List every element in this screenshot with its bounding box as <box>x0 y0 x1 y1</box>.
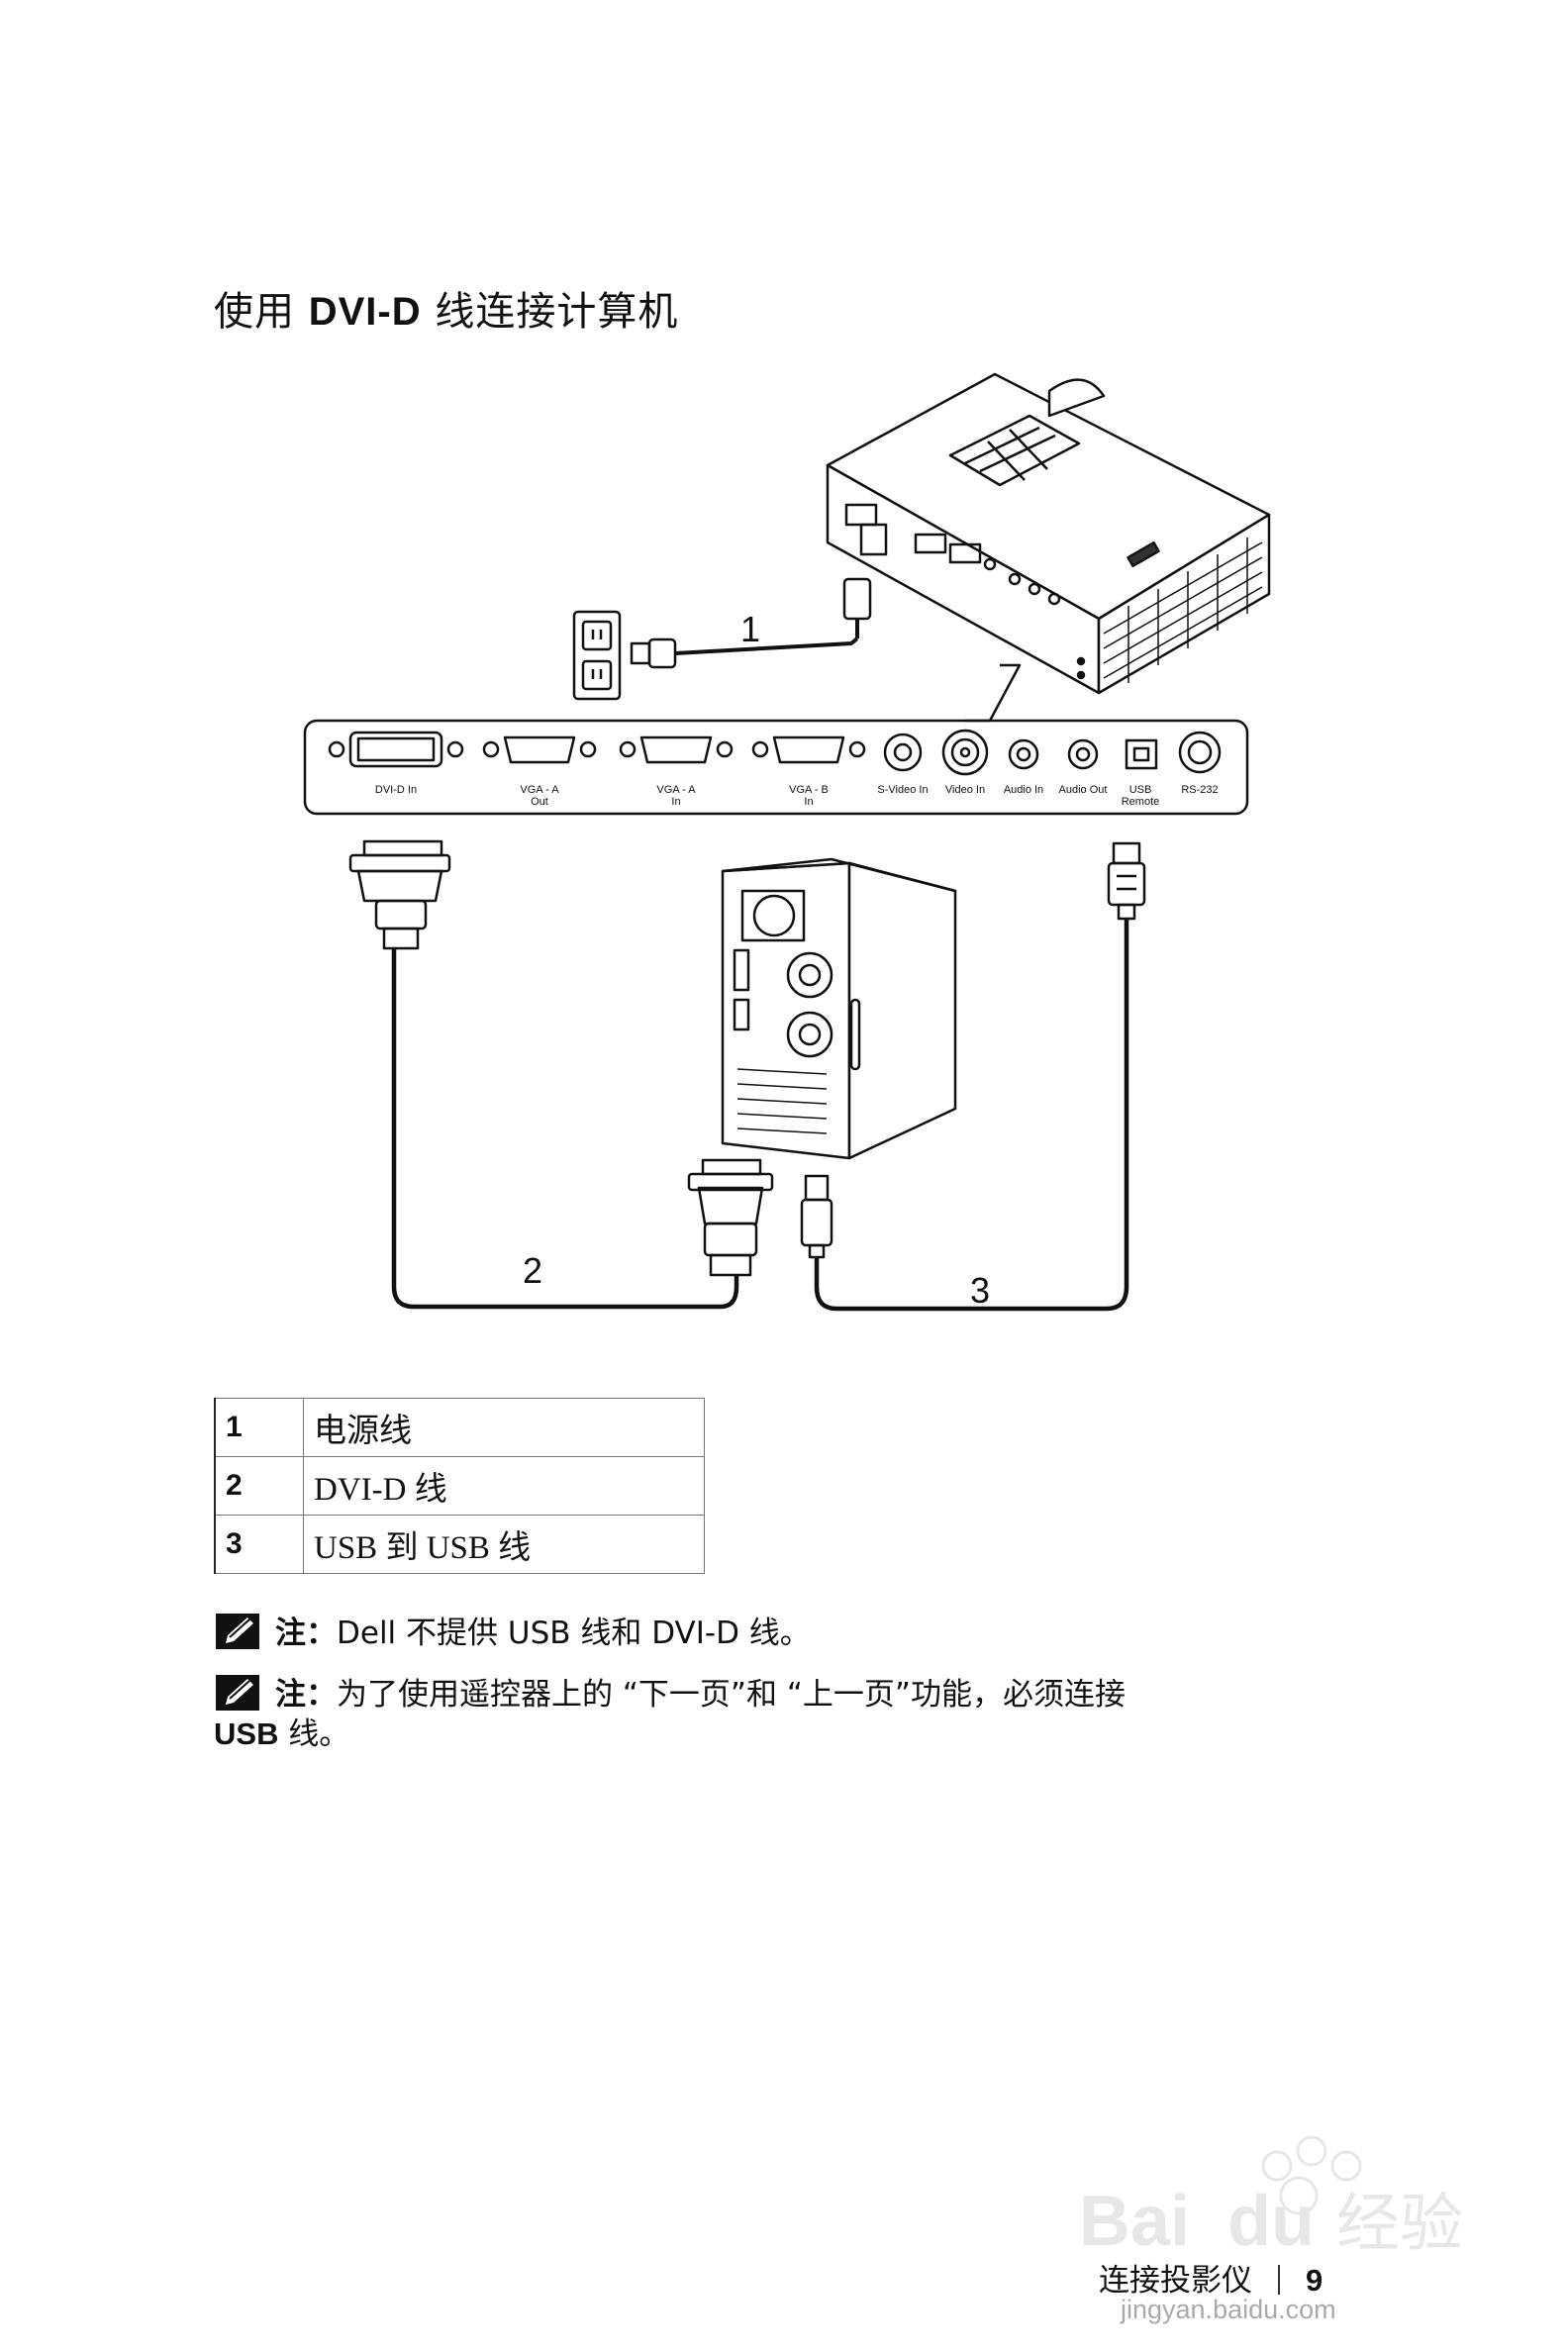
note-label: 注： <box>275 1677 337 1713</box>
port-label-vga-a-in: VGA - A <box>656 784 696 796</box>
watermark-brand-2: du <box>1227 2182 1315 2261</box>
usb-cable <box>814 919 1129 1312</box>
note-text: 为了使用遥控器上的 “下一页”和 “上一页”功能，必须连接 <box>337 1677 1126 1713</box>
usb-connector-projector-side <box>1107 841 1146 921</box>
legend-text: DVI-D 线 <box>303 1456 705 1516</box>
wall-outlet <box>572 610 622 701</box>
watermark-brand: Bai <box>1079 2182 1190 2261</box>
port-label-usb: USB <box>1129 784 1152 796</box>
legend-text: 电源线 <box>303 1398 705 1457</box>
baidu-watermark-logo: Bai du 经验 <box>1079 2135 1463 2261</box>
legend-num: 2 <box>214 1456 304 1516</box>
computer-tower <box>721 857 957 1160</box>
projector <box>826 372 1271 695</box>
legend-text: USB 到 USB 线 <box>303 1515 705 1574</box>
port-label-usb-2: Remote <box>1122 796 1160 808</box>
callout-1: 1 <box>740 609 760 649</box>
legend-num: 1 <box>214 1398 304 1457</box>
port-label-audio-in: Audio In <box>1004 784 1043 796</box>
note-text: Dell 不提供 USB 线和 DVI-D 线。 <box>337 1616 811 1651</box>
port-label-s-video-in: S-Video In <box>877 784 928 796</box>
watermark-cn: 经验 <box>1336 2188 1463 2261</box>
note-text-end: 线。 <box>278 1716 350 1752</box>
note-label: 注： <box>275 1616 337 1651</box>
dvi-connector-projector-side <box>348 839 451 950</box>
dvi-cable <box>391 948 739 1310</box>
port-label-audio-out: Audio Out <box>1059 784 1108 796</box>
pencil-note-icon <box>216 1675 259 1711</box>
port-label-vga-b-in-2: In <box>804 796 813 808</box>
power-cable <box>630 577 872 669</box>
pencil-note-icon <box>216 1614 259 1649</box>
usb-connector-computer-side <box>800 1174 833 1259</box>
title-suffix: 线连接计算机 <box>421 289 679 335</box>
footer-divider <box>1278 2265 1280 2295</box>
port-label-video-in: Video In <box>945 784 985 796</box>
title-prefix: 使用 <box>214 289 309 335</box>
page-title: 使用 DVI-D 线连接计算机 <box>214 279 678 337</box>
port-label-vga-a-in-2: In <box>671 796 680 808</box>
callout-3: 3 <box>970 1270 990 1311</box>
dvi-connector-computer-side <box>687 1158 774 1277</box>
note-2: 注：为了使用遥控器上的 “下一页”和 “上一页”功能，必须连接 USB 线。 <box>214 1673 1126 1754</box>
title-bold: DVI-D <box>308 290 422 334</box>
legend-num: 3 <box>214 1515 304 1574</box>
callout-2: 2 <box>523 1250 542 1291</box>
port-label-vga-b-in: VGA - B <box>789 784 829 796</box>
note-text-usb: USB <box>214 1716 279 1751</box>
page-footer: 连接投影仪 9 <box>1099 2255 1323 2300</box>
table-row: 3 USB 到 USB 线 <box>214 1515 705 1574</box>
page-number: 9 <box>1306 2263 1323 2298</box>
watermark-url: jingyan.baidu.com <box>1121 2295 1336 2324</box>
port-label-dvi-in: DVI-D In <box>375 784 417 796</box>
port-label-vga-a-out-2: Out <box>531 796 548 808</box>
table-row: 1 电源线 <box>214 1398 705 1457</box>
note-1: 注：Dell 不提供 USB 线和 DVI-D 线。 <box>214 1612 811 1653</box>
port-label-rs-232: RS-232 <box>1181 784 1218 796</box>
projector-back-panel <box>303 719 1249 816</box>
footer-section: 连接投影仪 <box>1099 2263 1252 2299</box>
port-label-vga-a-out: VGA - A <box>520 784 559 796</box>
legend-table: 1 电源线 2 DVI-D 线 3 USB 到 USB 线 <box>214 1398 705 1574</box>
connection-diagram: 1 2 3 DVI-D In VGA - A Out VGA - A In VG… <box>303 372 1271 1312</box>
table-row: 2 DVI-D 线 <box>214 1456 705 1516</box>
